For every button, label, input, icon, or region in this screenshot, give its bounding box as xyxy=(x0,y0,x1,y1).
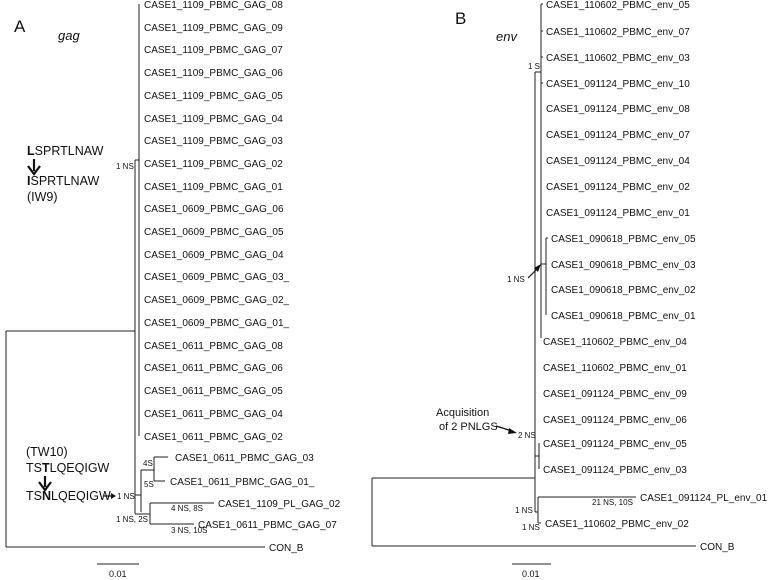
branch-annotation: 2 NS xyxy=(518,431,536,440)
leaf-label: CON_B xyxy=(269,543,304,554)
leaf-label: CASE1_110602_PBMC_env_04 xyxy=(543,337,687,348)
leaf-label: CASE1_1109_PBMC_GAG_09 xyxy=(144,23,283,34)
pnlgs-callout-line1: Acquisition xyxy=(436,407,489,419)
iw9-mutant-sequence: ISPRTLNAW xyxy=(27,174,99,188)
leaf-label: CASE1_0609_PBMC_GAG_06 xyxy=(144,204,284,215)
leaf-label: CASE1_091124_PBMC_env_01 xyxy=(546,208,690,219)
panel-a: A gag CASE1_1109_PBMC_GAG_08 CASE1_1109_… xyxy=(5,0,341,579)
leaf-label: CASE1_110602_PBMC_env_03 xyxy=(546,53,690,64)
leaf-label: CASE1_090618_PBMC_env_03 xyxy=(551,260,696,271)
panel-b-leaf-labels: CASE1_110602_PBMC_env_05 CASE1_110602_PB… xyxy=(543,0,768,553)
leaf-label: CASE1_1109_PL_GAG_02 xyxy=(218,499,341,510)
panel-a-tree-branches xyxy=(5,4,265,548)
leaf-label: CASE1_110602_PBMC_env_07 xyxy=(546,27,690,38)
leaf-label: CASE1_090618_PBMC_env_05 xyxy=(551,234,696,245)
leaf-label: CASE1_1109_PBMC_GAG_04 xyxy=(144,114,283,125)
leaf-label: CASE1_090618_PBMC_env_01 xyxy=(551,311,696,322)
panel-b-letter: B xyxy=(455,9,466,28)
leaf-label: CASE1_0611_PBMC_GAG_01_ xyxy=(170,477,315,488)
tw10-mutant-sequence: TSNLQEQIGW xyxy=(26,489,111,503)
leaf-label: CASE1_091124_PBMC_env_08 xyxy=(546,104,690,115)
leaf-label: CASE1_0609_PBMC_GAG_04 xyxy=(144,250,284,261)
panel-a-leaf-labels: CASE1_1109_PBMC_GAG_08 CASE1_1109_PBMC_G… xyxy=(144,0,341,554)
leaf-label: CASE1_0609_PBMC_GAG_05 xyxy=(144,227,284,238)
branch-annotation: 21 NS, 10S xyxy=(592,498,633,507)
panel-a-gene-label: gag xyxy=(58,28,80,43)
branch-annotation: 1 NS xyxy=(117,492,135,501)
pnlgs-callout: Acquisition of 2 PNLGS xyxy=(436,407,517,434)
leaf-label: CASE1_1109_PBMC_GAG_03 xyxy=(144,136,283,147)
branch-annotation: 1 NS xyxy=(522,523,540,532)
branch-annotation: 1 NS xyxy=(507,275,525,284)
iw9-epitope-callout: LSPRTLNAW ISPRTLNAW (IW9) xyxy=(27,144,104,204)
pnlgs-pointer-arrow-icon xyxy=(508,428,517,434)
leaf-label: CASE1_1109_PBMC_GAG_06 xyxy=(144,68,283,79)
leaf-label: CASE1_091124_PBMC_env_02 xyxy=(546,182,690,193)
leaf-label: CASE1_0611_PBMC_GAG_04 xyxy=(144,409,283,420)
branch-annotation: 1 NS xyxy=(515,506,533,515)
leaf-label: CASE1_0611_PBMC_GAG_06 xyxy=(144,363,283,374)
tw10-arrow-down-icon xyxy=(38,481,52,492)
branch-annotation: 4S xyxy=(143,459,153,468)
panel-b-tree-branches xyxy=(371,3,696,547)
leaf-label: CASE1_1109_PBMC_GAG_01 xyxy=(144,182,283,193)
leaf-label: CASE1_091124_PBMC_env_05 xyxy=(543,439,687,450)
leaf-label: CASE1_1109_PBMC_GAG_02 xyxy=(144,159,283,170)
leaf-label: CASE1_0611_PBMC_GAG_08 xyxy=(144,341,283,352)
leaf-label: CASE1_091124_PBMC_env_06 xyxy=(543,415,687,426)
panel-a-letter: A xyxy=(14,17,26,36)
env-node-pointer xyxy=(527,264,541,279)
leaf-label: CASE1_091124_PBMC_env_09 xyxy=(543,389,687,400)
leaf-label: CASE1_0611_PBMC_GAG_03 xyxy=(175,453,314,464)
tw10-epitope-callout: (TW10) TSTLQEQIGW TSNLQEQIGW xyxy=(26,445,116,503)
pnlgs-callout-line2: of 2 PNLGS xyxy=(439,421,498,433)
panel-a-scale-bar: 0.01 xyxy=(97,563,139,579)
leaf-label: CASE1_0611_PBMC_GAG_07 xyxy=(198,520,337,531)
branch-annotation: 4 NS, 8S xyxy=(171,504,203,513)
branch-annotation: 1 NS xyxy=(116,162,134,171)
leaf-label: CASE1_0609_PBMC_GAG_01_ xyxy=(144,318,290,329)
leaf-label: CASE1_110602_PBMC_env_05 xyxy=(546,0,690,11)
leaf-label: CASE1_0611_PBMC_GAG_05 xyxy=(144,386,283,397)
branch-annotation: 3 NS, 10S xyxy=(171,526,207,535)
branch-annotation: 5S xyxy=(144,480,154,489)
branch-annotation: 1 NS, 2S xyxy=(116,515,148,524)
tw10-pointer-arrow-icon xyxy=(111,493,116,499)
panel-b-scale-bar: 0.01 xyxy=(512,563,551,579)
leaf-label: CASE1_091124_PL_env_01 xyxy=(640,493,768,504)
leaf-label: CASE1_0609_PBMC_GAG_02_ xyxy=(144,295,290,306)
leaf-label: CASE1_090618_PBMC_env_02 xyxy=(551,285,696,296)
leaf-label: CASE1_1109_PBMC_GAG_07 xyxy=(144,45,283,56)
leaf-label: CASE1_1109_PBMC_GAG_05 xyxy=(144,91,283,102)
panel-b: B env CASE1_110602_PBMC_en xyxy=(371,0,768,579)
tw10-epitope-name: (TW10) xyxy=(26,445,68,459)
leaf-label: CASE1_110602_PBMC_env_01 xyxy=(543,363,687,374)
branch-annotation: 1 S xyxy=(528,62,540,71)
leaf-label: CASE1_091124_PBMC_env_03 xyxy=(543,465,687,476)
leaf-label: CASE1_1109_PBMC_GAG_08 xyxy=(144,0,283,11)
panel-b-branch-annotations: 1 S 1 NS 2 NS 21 NS, 10S 1 NS 1 NS xyxy=(507,62,633,532)
leaf-label: CON_B xyxy=(700,542,735,553)
leaf-label: CASE1_0609_PBMC_GAG_03_ xyxy=(144,272,290,283)
iw9-original-sequence: LSPRTLNAW xyxy=(27,144,104,158)
leaf-label: CASE1_091124_PBMC_env_04 xyxy=(546,156,690,167)
iw9-arrow-down-icon xyxy=(27,165,41,176)
scale-bar-label: 0.01 xyxy=(109,569,127,579)
iw9-epitope-name: (IW9) xyxy=(27,190,58,204)
leaf-label: CASE1_0611_PBMC_GAG_02 xyxy=(144,432,283,443)
env-pointer-arrow-icon xyxy=(534,264,541,272)
leaf-label: CASE1_110602_PBMC_env_02 xyxy=(545,519,689,530)
tw10-original-sequence: TSTLQEQIGW xyxy=(26,461,110,475)
panel-b-gene-label: env xyxy=(496,29,518,44)
leaf-label: CASE1_091124_PBMC_env_10 xyxy=(546,79,690,90)
scale-bar-label: 0.01 xyxy=(522,569,540,579)
panel-a-branch-annotations: 1 NS 4S 5S 1 NS 4 NS, 8S 1 NS, 2S 3 NS, … xyxy=(116,162,207,535)
leaf-label: CASE1_091124_PBMC_env_07 xyxy=(546,130,690,141)
